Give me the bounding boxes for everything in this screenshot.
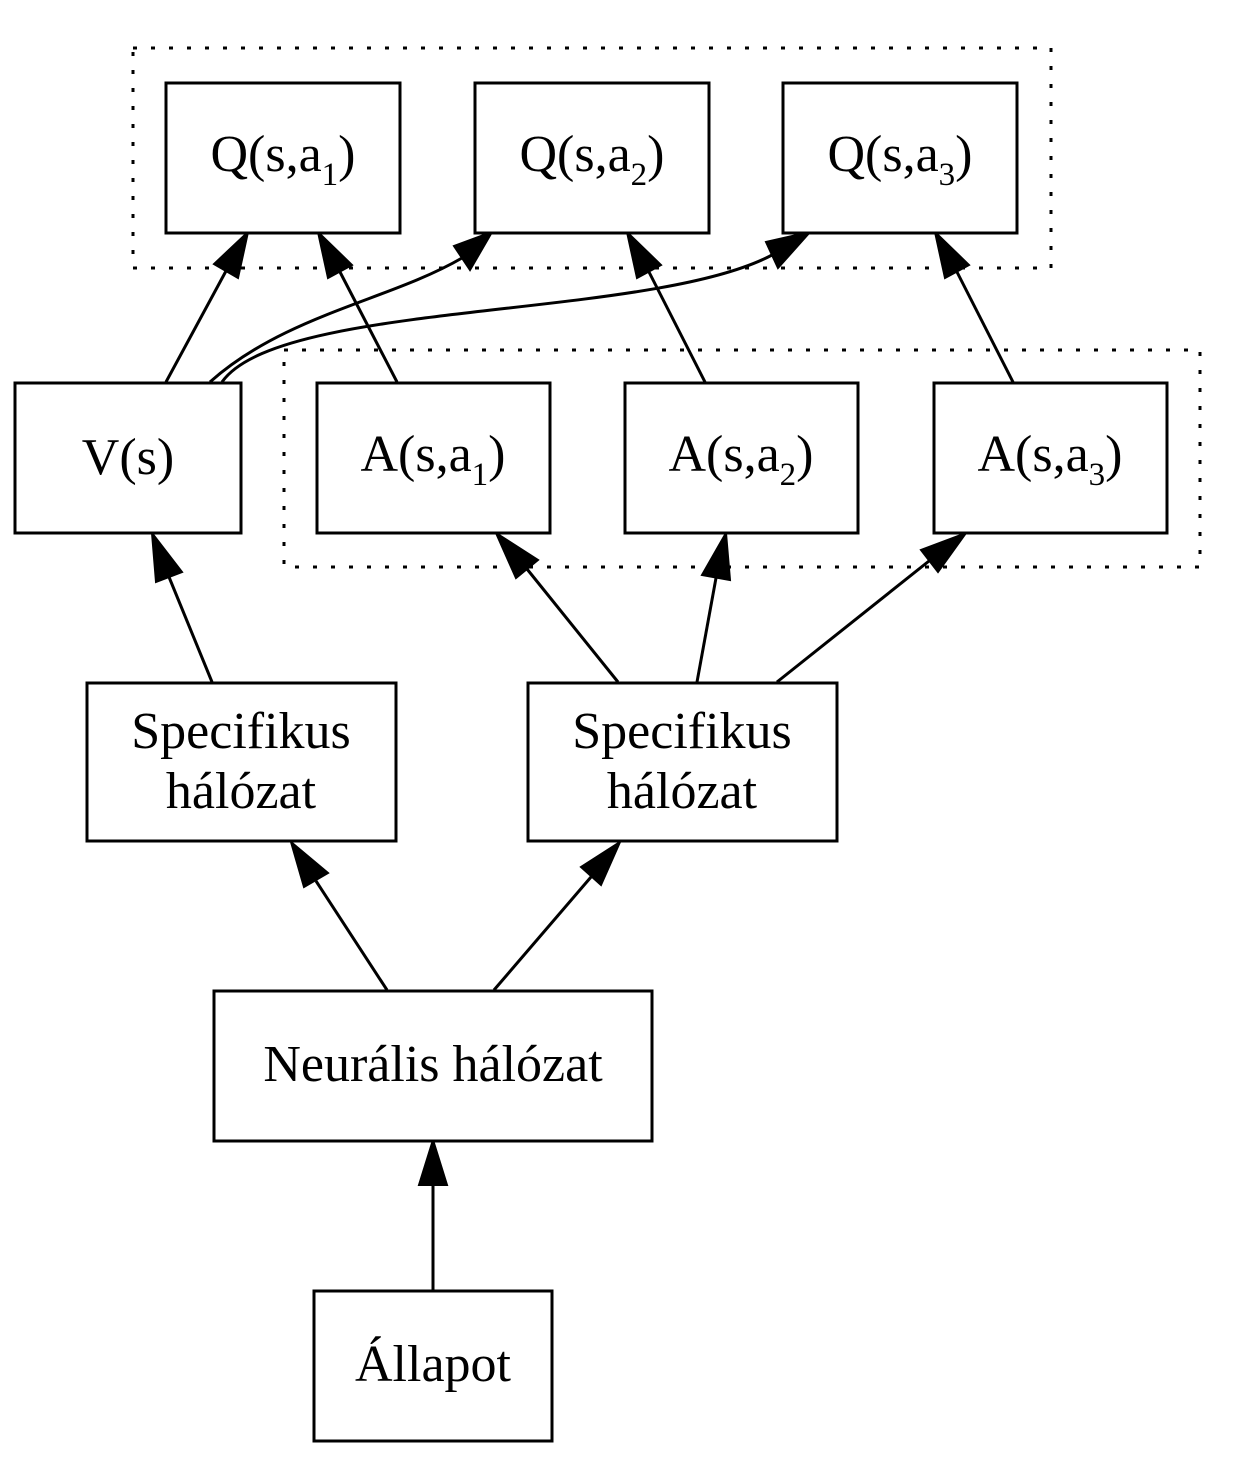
a3-sub: 3 <box>1089 457 1106 493</box>
node-spec-right: Specifikus hálózat <box>526 681 839 843</box>
edge-a2-to-q2 <box>625 228 707 383</box>
edge-spec-right-to-a2 <box>695 529 732 683</box>
edge-v-to-q1 <box>164 229 250 383</box>
q2-sub: 2 <box>631 157 648 193</box>
node-v: V(s) <box>13 381 243 535</box>
node-neural: Neurális hálózat <box>212 989 654 1143</box>
edge-neural-to-spec-left <box>289 839 389 991</box>
node-q1: Q(s,a1) <box>164 81 402 235</box>
node-spec-left: Specifikus hálózat <box>85 681 398 843</box>
q3-close: ) <box>955 126 972 183</box>
a2-sub: 2 <box>780 457 797 493</box>
edge-a1-to-q1 <box>316 228 399 383</box>
spec-right-line2: hálózat <box>607 763 758 820</box>
spec-left-line1: Specifikus <box>131 703 351 760</box>
a2-func: A(s,a <box>668 426 779 483</box>
node-q2: Q(s,a2) <box>473 81 711 235</box>
spec-right-line1: Specifikus <box>572 703 792 760</box>
edge-neural-to-spec-right <box>492 839 623 991</box>
node-state: Állapot <box>312 1289 554 1443</box>
edge-state-to-neural <box>417 1136 449 1290</box>
a2-close: ) <box>796 426 813 483</box>
edge-spec-right-to-a1 <box>493 530 620 683</box>
svg-text:Q(s,a1): Q(s,a1) <box>210 126 355 193</box>
q3-func: Q(s,a <box>827 126 938 183</box>
svg-text:Q(s,a2): Q(s,a2) <box>519 126 664 193</box>
state-label: Állapot <box>355 1335 512 1393</box>
q-values-group <box>131 46 1053 270</box>
spec-left-line2: hálózat <box>166 763 317 820</box>
edge-spec-right-to-a3 <box>776 530 969 684</box>
svg-text:Q(s,a3): Q(s,a3) <box>827 126 972 193</box>
a3-func: A(s,a <box>977 426 1088 483</box>
q1-func: Q(s,a <box>210 126 321 183</box>
edge-spec-left-to-v <box>150 529 214 683</box>
neural-label: Neurális hálózat <box>263 1036 603 1093</box>
edge-v-to-q3 <box>220 230 813 383</box>
node-a2: A(s,a2) <box>623 381 860 535</box>
a3-close: ) <box>1105 426 1122 483</box>
edge-v-to-q2 <box>209 230 495 384</box>
q3-sub: 3 <box>939 157 956 193</box>
node-a3: A(s,a3) <box>932 381 1169 535</box>
q2-func: Q(s,a <box>519 126 630 183</box>
edge-a3-to-q3 <box>933 228 1015 383</box>
svg-text:A(s,a2): A(s,a2) <box>668 426 813 493</box>
a1-sub: 1 <box>472 457 489 493</box>
node-a1: A(s,a1) <box>315 381 552 535</box>
node-q3: Q(s,a3) <box>781 81 1019 235</box>
svg-text:A(s,a3): A(s,a3) <box>977 426 1122 493</box>
a1-func: A(s,a <box>360 426 471 483</box>
svg-text:A(s,a1): A(s,a1) <box>360 426 505 493</box>
q1-close: ) <box>338 126 355 183</box>
v-label: V(s) <box>82 429 174 486</box>
q1-sub: 1 <box>322 157 339 193</box>
edges <box>150 228 1015 1290</box>
q2-close: ) <box>647 126 664 183</box>
a1-close: ) <box>488 426 505 483</box>
